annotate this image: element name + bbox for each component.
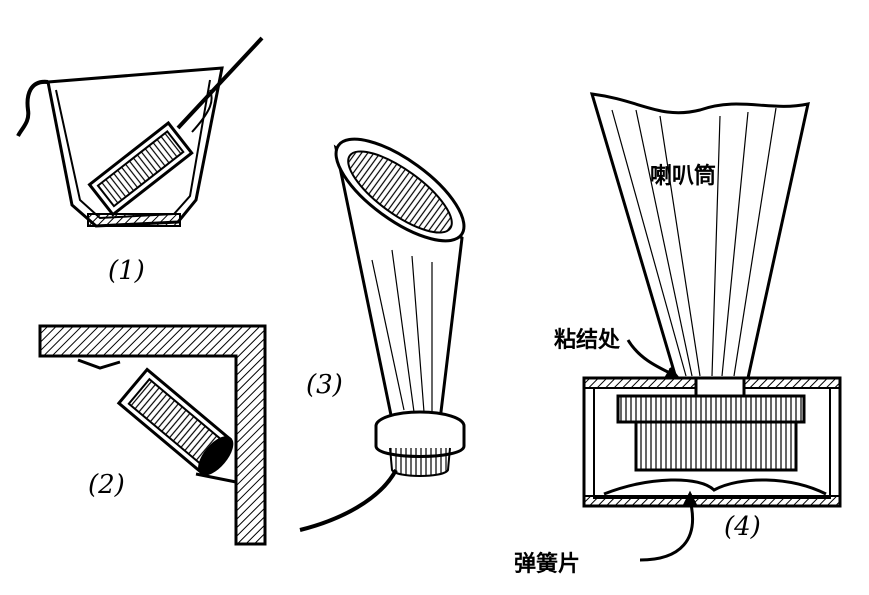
- glue-point-annotation: 粘结处: [554, 328, 621, 353]
- figure-3-horn-on-base: [299, 137, 466, 532]
- figure-4-label: (4): [724, 512, 761, 542]
- figure-1-label: (1): [108, 256, 145, 286]
- figure-3-label: (3): [306, 370, 343, 400]
- figure-2-corner-mount: [38, 324, 267, 546]
- horn-annotation: 喇叭筒: [650, 164, 717, 189]
- spring-plate-annotation: 弹簧片: [514, 552, 581, 577]
- figure-2-label: (2): [88, 470, 125, 500]
- figure-1-bowl: [16, 36, 264, 228]
- figure-4-horn-speaker-assembly: [582, 92, 842, 562]
